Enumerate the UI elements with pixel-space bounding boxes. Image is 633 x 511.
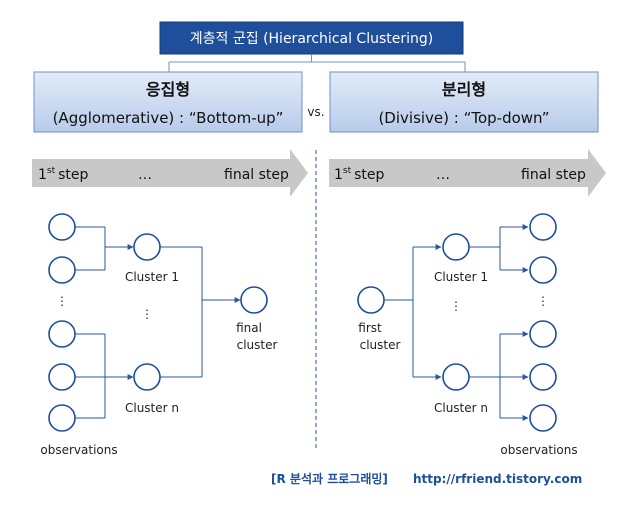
right-step-ellipsis: … bbox=[436, 167, 450, 183]
left-observations-label: observations bbox=[40, 443, 117, 457]
divisive-tree bbox=[384, 224, 529, 421]
cluster-1-node bbox=[442, 233, 470, 261]
right-observations-label: observations bbox=[500, 443, 577, 457]
right-cluster-1-label: Cluster 1 bbox=[434, 270, 488, 284]
divisive-title: 분리형 bbox=[442, 80, 486, 99]
observation-node bbox=[529, 320, 557, 348]
left-cluster-ellipsis: ⋮ bbox=[141, 307, 153, 321]
cluster-1-node bbox=[133, 233, 161, 261]
left-observation-ellipsis: ⋮ bbox=[56, 294, 68, 308]
left-cluster-1-label: Cluster 1 bbox=[125, 270, 179, 284]
cluster-n-node bbox=[133, 363, 161, 391]
right-cluster-ellipsis: ⋮ bbox=[450, 299, 462, 313]
observation-node bbox=[48, 256, 76, 284]
divisive-subtitle: (Divisive) : “Top-down” bbox=[378, 109, 549, 127]
divisive-header: 분리형 (Divisive) : “Top-down” bbox=[329, 71, 599, 133]
right-observation-ellipsis: ⋮ bbox=[537, 294, 549, 308]
final-cluster-label-line2: cluster bbox=[237, 338, 278, 352]
agglomerative-subtitle: (Agglomerative) : “Bottom-up” bbox=[53, 109, 284, 127]
final-cluster-label-line1: final bbox=[236, 321, 262, 335]
divisive-nodes bbox=[357, 213, 557, 432]
title-bracket bbox=[168, 54, 466, 72]
observation-node bbox=[48, 213, 76, 241]
first-cluster-label-line2: cluster bbox=[360, 338, 401, 352]
agglomerative-tree bbox=[75, 226, 241, 419]
vs-label: vs. bbox=[307, 105, 324, 119]
final-cluster-node bbox=[240, 286, 268, 314]
right-final-step: final step bbox=[521, 167, 586, 183]
source-url: http://rfriend.tistory.com bbox=[413, 472, 582, 486]
observation-node bbox=[529, 213, 557, 241]
observation-node bbox=[48, 320, 76, 348]
observation-node bbox=[529, 404, 557, 432]
left-final-step: final step bbox=[224, 167, 289, 183]
observation-node bbox=[48, 363, 76, 391]
left-cluster-n-label: Cluster n bbox=[125, 401, 179, 415]
agglomerative-header: 응집형 (Agglomerative) : “Bottom-up” bbox=[33, 71, 303, 133]
right-cluster-n-label: Cluster n bbox=[434, 401, 488, 415]
observation-node bbox=[529, 363, 557, 391]
source-label: [R 분석과 프로그래밍] bbox=[271, 471, 388, 486]
agglomerative-nodes bbox=[48, 213, 268, 432]
observation-node bbox=[48, 404, 76, 432]
first-cluster-label-line1: first bbox=[358, 321, 382, 335]
cluster-n-node bbox=[442, 363, 470, 391]
first-cluster-node bbox=[357, 286, 385, 314]
agglomerative-title: 응집형 bbox=[146, 80, 190, 99]
title-box: 계층적 군집 (Hierarchical Clustering) bbox=[159, 21, 464, 55]
observation-node bbox=[529, 256, 557, 284]
left-step-ellipsis: … bbox=[138, 167, 152, 183]
diagram-title: 계층적 군집 (Hierarchical Clustering) bbox=[190, 31, 433, 47]
